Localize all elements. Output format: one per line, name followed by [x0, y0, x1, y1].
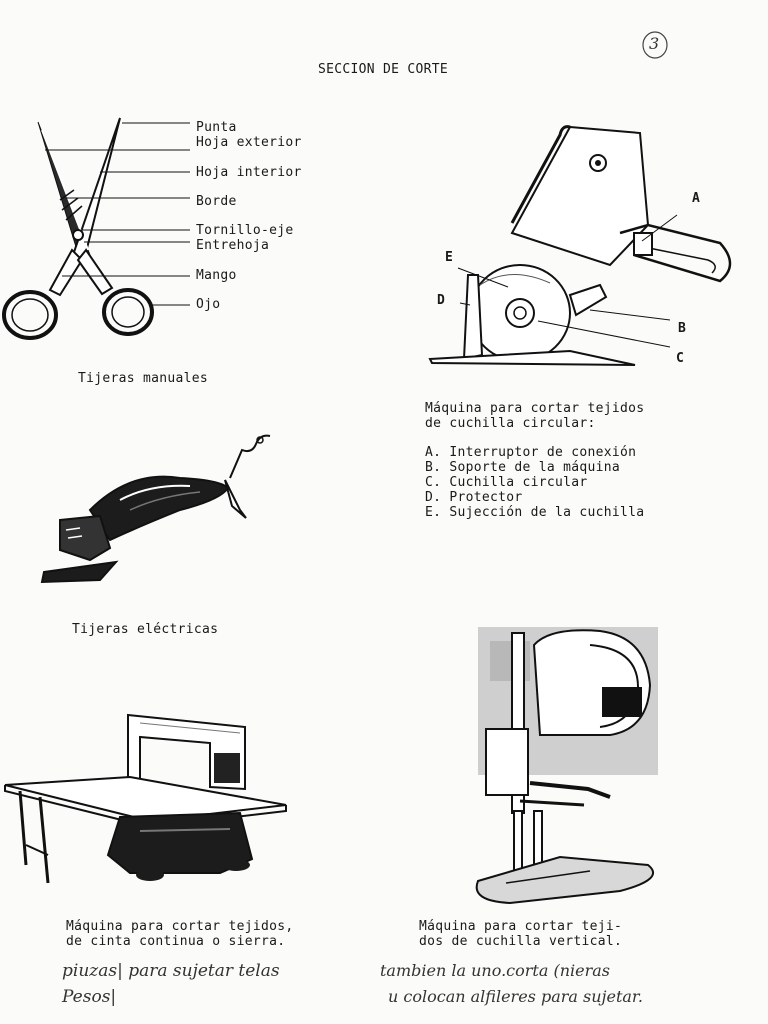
scissors-label-mango: Mango [196, 268, 237, 283]
scissors-label-punta: Punta [196, 120, 237, 135]
circular-machine-caption-line: de cuchilla circular: [425, 416, 596, 431]
electric-scissors-caption: Tijeras eléctricas [72, 622, 219, 637]
vertical-knife-caption-line: dos de cuchilla vertical. [419, 934, 623, 949]
vertical-knife-caption-line: Máquina para cortar teji- [419, 919, 623, 934]
handwritten-line: u colocan alfileres para sujetar. [388, 987, 643, 1006]
band-saw-caption-line: de cinta continua o sierra. [66, 934, 286, 949]
scissors-label-entrehoja: Entrehoja [196, 238, 270, 253]
scissors-label-hoja-interior: Hoja interior [196, 165, 302, 180]
legend-item-a: A. Interruptor de conexión [425, 445, 637, 460]
scissors-label-ojo: Ojo [196, 297, 221, 312]
scissors-illustration [2, 117, 190, 340]
band-saw-caption: Máquina para cortar tejidos, de cinta co… [66, 919, 294, 949]
page-title: SECCION DE CORTE [318, 62, 449, 77]
band-saw-caption-line: Máquina para cortar tejidos, [66, 919, 294, 934]
handwritten-line: Pesos| [62, 987, 117, 1007]
band-saw-handwritten-note: piuzas| para sujetar telas Pesos| [62, 958, 280, 1010]
scissors-label-tornillo-eje: Tornillo-eje [196, 223, 294, 238]
page-number-circle [642, 31, 668, 59]
machine-letter-c: C [676, 351, 685, 366]
page-number-mark: 3 [640, 30, 670, 60]
legend-item-c: C. Cuchilla circular [425, 475, 588, 490]
scissors-label-borde: Borde [196, 194, 237, 209]
circular-machine-legend: A. Interruptor de conexión B. Soporte de… [425, 445, 644, 520]
vertical-knife-caption: Máquina para cortar teji- dos de cuchill… [419, 919, 622, 949]
page-number: 3 [649, 34, 660, 53]
legend-item-d: D. Protector [425, 490, 523, 505]
circular-machine-caption: Máquina para cortar tejidos de cuchilla … [425, 401, 644, 431]
circular-knife-machine-illustration [428, 125, 732, 366]
electric-scissors-illustration [40, 434, 271, 584]
machine-letter-a: A [692, 191, 701, 206]
machine-letter-e: E [445, 250, 454, 265]
scissors-label-hoja-exterior: Hoja exterior [196, 135, 302, 150]
circular-machine-caption-line: Máquina para cortar tejidos [425, 401, 645, 416]
scissors-caption: Tijeras manuales [78, 371, 209, 386]
legend-item-b: B. Soporte de la máquina [425, 460, 621, 475]
band-saw-illustration [4, 713, 287, 884]
handwritten-line: piuzas| para sujetar telas [62, 961, 280, 981]
vertical-knife-handwritten-note: tambien la uno.corta (nieras u colocan a… [380, 958, 643, 1010]
legend-item-e: E. Sujección de la cuchilla [425, 505, 645, 520]
machine-letter-d: D [437, 293, 446, 308]
machine-letter-b: B [678, 321, 687, 336]
handwritten-line: tambien la uno.corta (nieras [380, 961, 610, 980]
vertical-knife-machine-illustration [475, 627, 658, 905]
